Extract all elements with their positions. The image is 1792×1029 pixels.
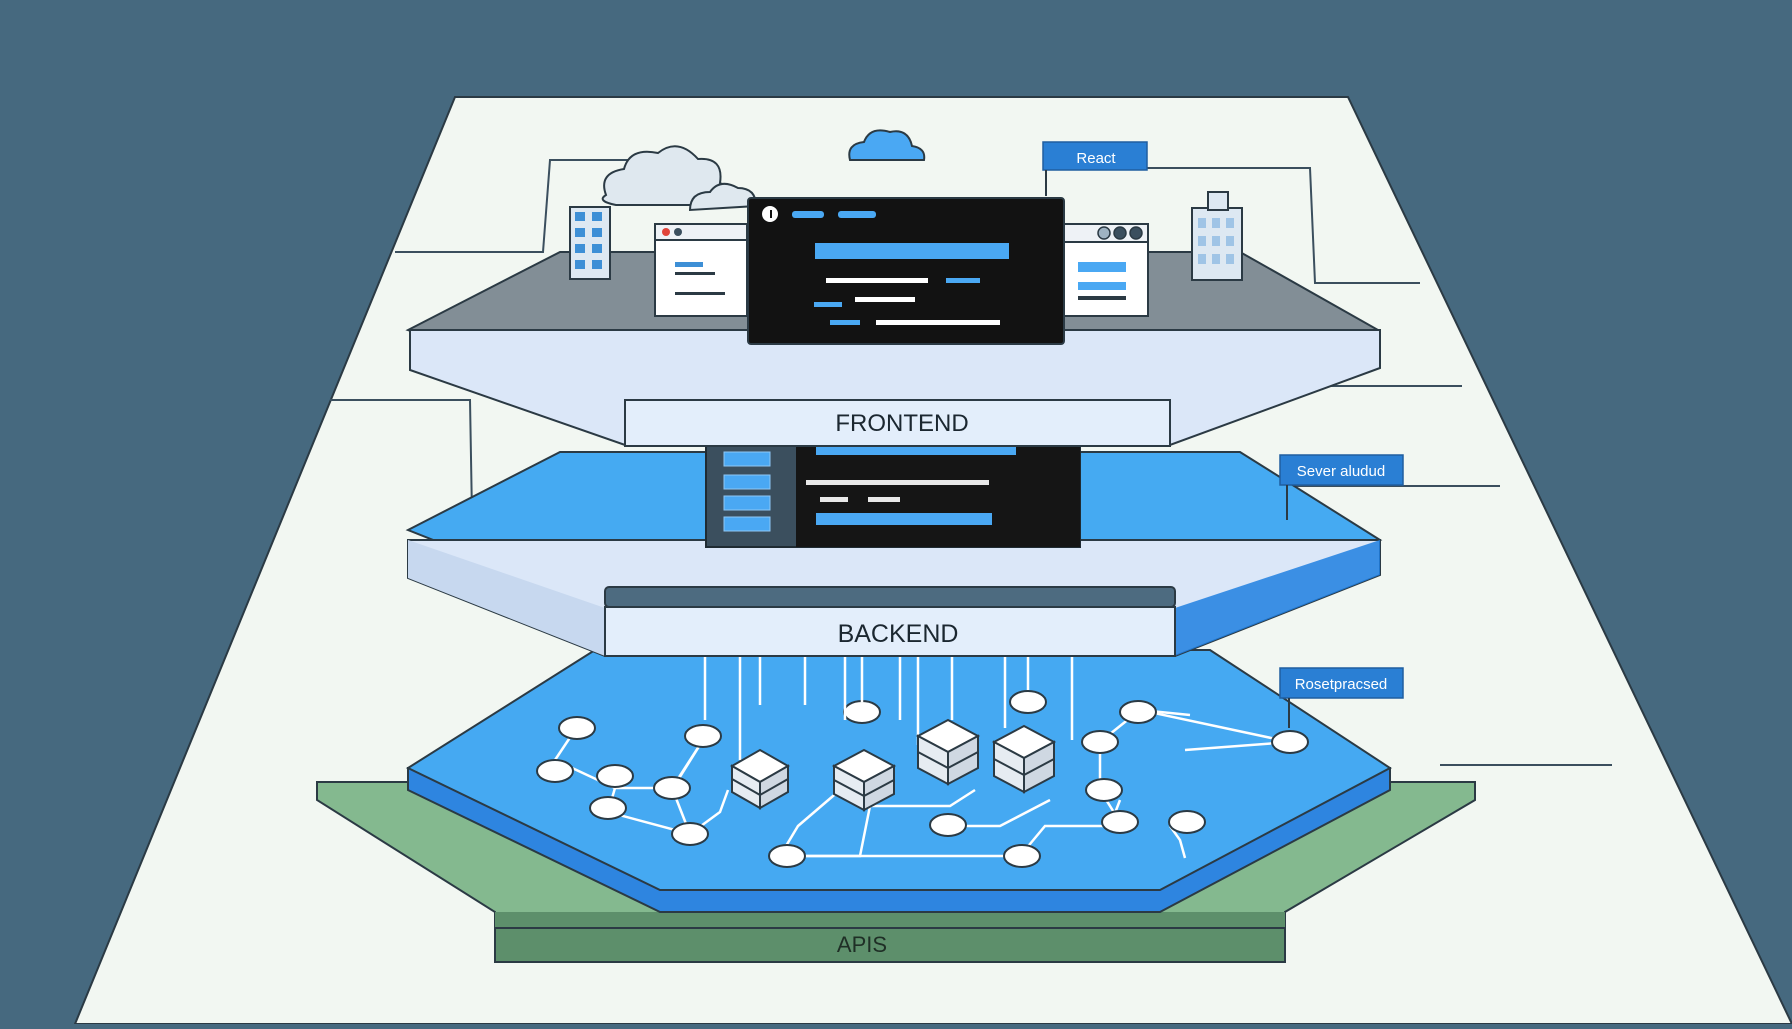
browser-window-left [654, 223, 748, 317]
api-node [1168, 810, 1206, 834]
api-node [1003, 844, 1041, 868]
api-node [1081, 730, 1119, 754]
window-dot-icon [1113, 226, 1127, 240]
frontend-layer: FRONTEND [405, 129, 1381, 447]
api-node [1085, 778, 1123, 802]
cloud-icon [848, 129, 926, 161]
browser-window-right [1055, 223, 1149, 317]
minimize-dot-icon [674, 228, 682, 236]
server-cube [991, 724, 1057, 794]
backend-layer: BACKEND [405, 444, 1383, 657]
backend-rail [604, 586, 1176, 608]
tag-server-label: Sever aludud [1297, 463, 1385, 480]
frontend-label-plate [624, 399, 1171, 447]
window-dot-icon [1097, 226, 1111, 240]
tag-react: React [1042, 141, 1148, 196]
api-node [684, 724, 722, 748]
api-node [768, 844, 806, 868]
server-cube [729, 748, 791, 810]
building-left [569, 206, 611, 280]
connector-lines [330, 159, 1612, 766]
api-node [596, 764, 634, 788]
api-node [536, 759, 574, 783]
server-cube [831, 748, 897, 812]
tag-server: Sever aludud [1279, 454, 1404, 520]
close-dot-icon [662, 228, 670, 236]
tag-react-label: React [1076, 150, 1116, 167]
apis-layer: APIS [316, 649, 1476, 963]
api-node [1009, 690, 1047, 714]
frontend-label: FRONTEND [835, 410, 968, 437]
window-dot-icon [1129, 226, 1143, 240]
api-node [1101, 810, 1139, 834]
backend-label: BACKEND [838, 620, 959, 648]
network-nodes [536, 690, 1309, 868]
api-node [929, 813, 967, 837]
server-cube [915, 718, 981, 786]
apis-label: APIS [837, 932, 887, 957]
hanging-wires [703, 655, 1074, 760]
api-node [843, 700, 881, 724]
api-node [1119, 700, 1157, 724]
api-node [589, 796, 627, 820]
backend-label-plate [604, 606, 1176, 657]
tag-rest: Rosetpracsed [1279, 667, 1404, 728]
api-node [653, 776, 691, 800]
api-node [1271, 730, 1309, 754]
server-console [705, 444, 1081, 548]
code-editor-window [747, 197, 1065, 345]
tag-rest-label: Rosetpracsed [1295, 676, 1388, 693]
cloud-icon [601, 145, 758, 212]
building-right [1191, 191, 1243, 281]
apis-label-plate [494, 927, 1286, 963]
server-cubes [729, 718, 1057, 812]
api-node [671, 822, 709, 846]
api-node [558, 716, 596, 740]
